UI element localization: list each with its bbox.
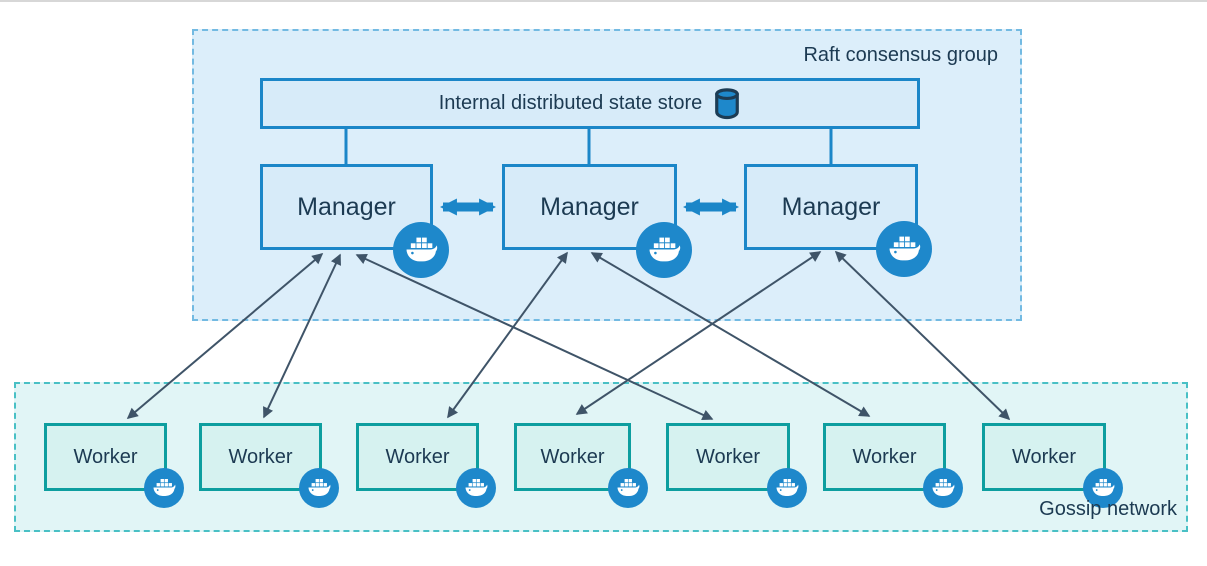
docker-whale-icon (456, 468, 496, 508)
docker-whale-icon (923, 468, 963, 508)
docker-whale-icon (299, 468, 339, 508)
link-manager3-worker4 (575, 251, 822, 415)
worker-node-6: Worker (823, 423, 946, 491)
docker-whale-icon (144, 468, 184, 508)
manager-node-3: Manager (744, 164, 918, 250)
link-manager1-worker2 (263, 253, 341, 419)
link-manager2-worker3 (447, 251, 568, 419)
link-manager3-worker7 (834, 250, 1011, 421)
docker-whale-icon (393, 222, 449, 278)
state-store-node: Internal distributed state store (260, 78, 920, 129)
link-manager1-worker5 (355, 253, 714, 421)
database-cylinder-icon (715, 88, 740, 120)
docker-whale-icon (636, 222, 692, 278)
top-hairline (0, 0, 1207, 2)
docker-whale-icon (1083, 468, 1123, 508)
state-store-label: Internal distributed state store (438, 92, 703, 114)
link-manager1-worker1 (126, 253, 324, 419)
docker-whale-icon (876, 221, 932, 277)
worker-label: Worker (73, 445, 138, 468)
manager-label: Manager (781, 192, 881, 221)
worker-node-3: Worker (356, 423, 479, 491)
link-manager2-worker6 (590, 252, 871, 417)
worker-label: Worker (385, 445, 450, 468)
docker-whale-icon (767, 468, 807, 508)
raft-consensus-group-label: Raft consensus group (803, 44, 998, 66)
worker-label: Worker (228, 445, 293, 468)
manager-label: Manager (297, 192, 396, 221)
worker-label: Worker (695, 445, 761, 468)
worker-label: Worker (1011, 445, 1077, 468)
worker-label: Worker (540, 445, 605, 468)
gossip-network-label: Gossip network (1039, 498, 1177, 520)
manager-label: Manager (540, 192, 639, 221)
docker-whale-icon (608, 468, 648, 508)
worker-label: Worker (852, 445, 917, 468)
